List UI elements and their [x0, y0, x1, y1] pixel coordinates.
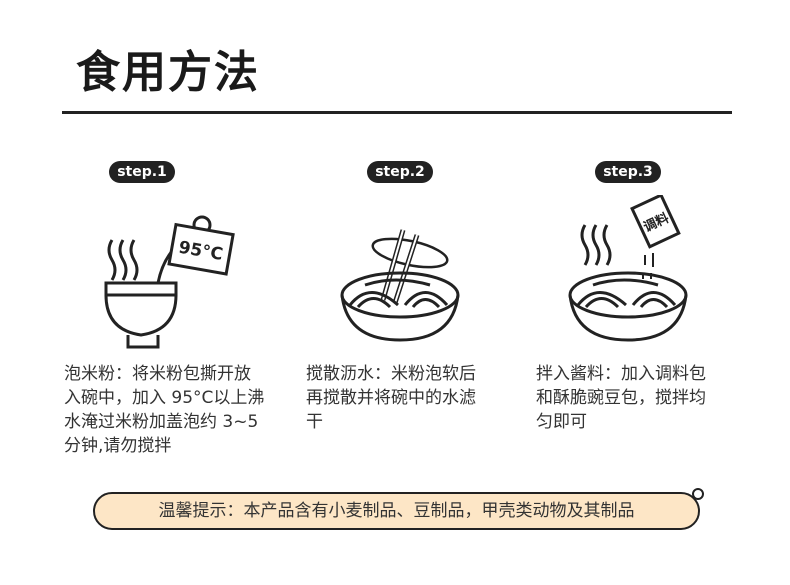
title-divider [62, 111, 732, 114]
add-seasoning-icon: 调料 [568, 195, 688, 342]
description-line: 再搅散并将碗中的水滤 [306, 388, 476, 408]
description-line: 水淹过米粉加盖泡约 3~5 [64, 412, 259, 432]
page-title: 食用方法 [76, 47, 260, 98]
description-line: 匀即可 [536, 412, 587, 432]
step-3-description: 拌入酱料：加入调料包 和酥脆豌豆包，搅拌均 匀即可 [536, 362, 706, 434]
description-line: 分钟,请勿搅拌 [64, 436, 172, 456]
description-line: 泡米粉：将米粉包撕开放 [64, 364, 251, 384]
step-3-badge: step.3 [595, 161, 661, 183]
description-line: 拌入酱料：加入调料包 [536, 364, 706, 384]
step-2-badge: step.2 [367, 161, 433, 183]
decorative-dot [692, 488, 704, 500]
description-line: 搅散沥水：米粉泡软后 [306, 364, 476, 384]
pour-hot-water-icon: 95°C [104, 215, 235, 349]
step-2-description: 搅散沥水：米粉泡软后 再搅散并将碗中的水滤 干 [306, 362, 476, 434]
stir-chopsticks-icon [340, 229, 460, 342]
description-line: 干 [306, 412, 323, 432]
allergen-notice-text: 温馨提示：本产品含有小麦制品、豆制品，甲壳类动物及其制品 [158, 501, 635, 521]
description-line: 和酥脆豌豆包，搅拌均 [536, 388, 706, 408]
allergen-notice: 温馨提示：本产品含有小麦制品、豆制品，甲壳类动物及其制品 [93, 488, 704, 530]
step-1-description: 泡米粉：将米粉包撕开放 入碗中，加入 95°C以上沸 水淹过米粉加盖泡约 3~5… [64, 362, 264, 458]
step-1-badge: step.1 [109, 161, 175, 183]
description-line: 入碗中，加入 95°C以上沸 [64, 388, 265, 408]
